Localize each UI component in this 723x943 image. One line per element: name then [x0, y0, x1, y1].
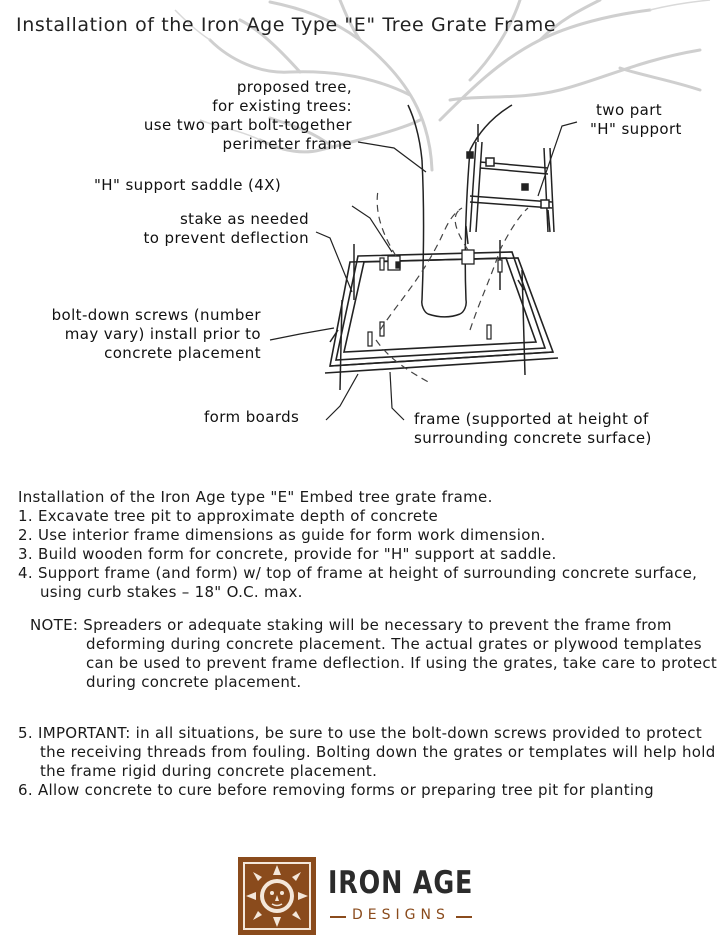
instructions: Installation of the Iron Age type "E" Em…: [18, 488, 718, 800]
callout-frame: frame (supported at height of surroundin…: [414, 410, 652, 447]
tree-canopy: [208, 0, 702, 172]
step-3: 3. Build wooden form for concrete, provi…: [18, 545, 557, 563]
step-1: 1. Excavate tree pit to approximate dept…: [18, 507, 439, 525]
saddles: [387, 249, 475, 271]
divider: [456, 916, 472, 918]
sun-face-logo-icon: [238, 857, 316, 935]
leader-lines: [269, 121, 578, 421]
installation-diagram: [174, 0, 711, 421]
brand-sub-row: DESIGNS: [330, 907, 472, 927]
callout-saddle: "H" support saddle (4X): [94, 176, 282, 194]
callout-stake: stake as needed to prevent deflection: [143, 210, 309, 247]
divider: [330, 916, 346, 918]
h-support: [465, 124, 555, 245]
brand-name: IRON AGE: [328, 865, 474, 901]
brand-sub: DESIGNS: [352, 907, 450, 923]
step-2: 2. Use interior frame dimensions as guid…: [18, 526, 546, 544]
instructions-intro: Installation of the Iron Age type "E" Em…: [18, 488, 493, 506]
step-6: 6. Allow concrete to cure before removin…: [18, 781, 655, 799]
bolt-down-screws: [367, 257, 503, 347]
tree-trunk: [407, 104, 513, 318]
step-5: 5. IMPORTANT: in all situations, be sure…: [18, 724, 716, 780]
note: NOTE: Spreaders or adequate staking will…: [30, 616, 718, 691]
page-title: Installation of the Iron Age Type "E" Tr…: [16, 14, 557, 36]
callout-form-boards: form boards: [204, 408, 300, 426]
callout-bolt-down-screws: bolt-down screws (number may vary) insta…: [51, 306, 261, 362]
projection-lines: [375, 189, 529, 385]
callout-proposed-tree: proposed tree, for existing trees: use t…: [143, 78, 352, 153]
callout-h-support: two part "H" support: [590, 101, 682, 138]
iron-age-logo: IRON AGE DESIGNS: [238, 857, 478, 935]
step-4: 4. Support frame (and form) w/ top of fr…: [18, 564, 698, 601]
